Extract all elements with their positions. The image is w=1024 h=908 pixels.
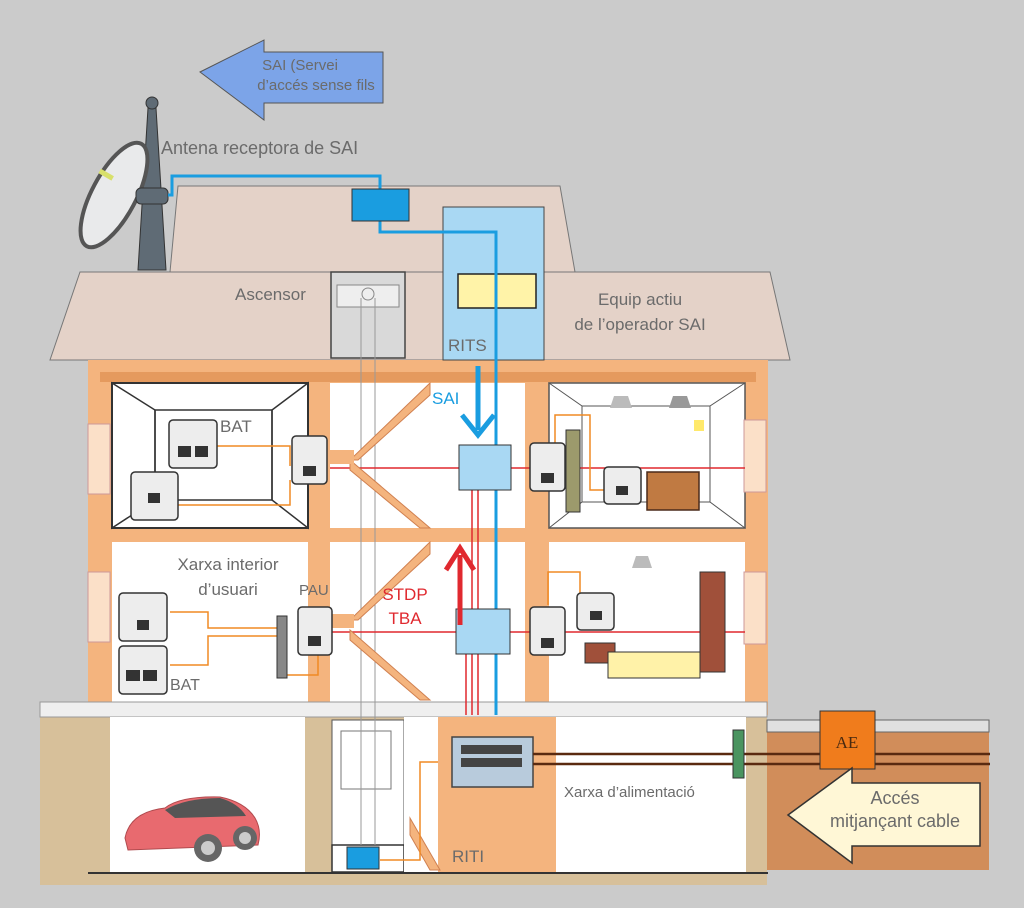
- lamp-2: [669, 396, 691, 408]
- pau-right-top: [529, 442, 566, 492]
- user-network-line1: Xarxa interior: [177, 555, 278, 574]
- cable-access-arrow: [786, 766, 981, 865]
- outlet-right-top: [603, 466, 642, 505]
- bat-top-label: BAT: [220, 417, 252, 436]
- user-network-line2: d’usuari: [198, 580, 258, 599]
- sai-wireless-arrow: [199, 39, 384, 121]
- power-junction: [732, 729, 745, 779]
- switch: [694, 420, 704, 431]
- cable-access-line1: Accés: [870, 788, 919, 808]
- car: [124, 796, 260, 862]
- distribution-box-mid: [455, 608, 511, 655]
- operator-label-line1: Equip actiu: [598, 290, 682, 309]
- bat-outlet-double-top: [168, 419, 218, 469]
- lamp-1: [610, 396, 632, 408]
- pau-top: [291, 435, 328, 485]
- stdp-up-arrow: [443, 543, 477, 625]
- elevator-label: Ascensor: [235, 285, 306, 304]
- power-network-label: Xarxa d’alimentació: [564, 784, 695, 801]
- outlet-mid-left-single: [118, 592, 168, 642]
- ae-label: AE: [836, 733, 859, 752]
- pau-right-mid: [529, 606, 566, 656]
- antenna-label: Antena receptora de SAI: [161, 138, 358, 158]
- sai-cable: [168, 174, 498, 715]
- rits-label: RITS: [448, 336, 487, 355]
- ae-box: [819, 710, 876, 770]
- pau-label: PAU: [299, 582, 329, 599]
- stdp-label: STDP: [382, 585, 427, 604]
- wardrobe: [699, 571, 726, 673]
- beam: [100, 372, 756, 382]
- stairs: [348, 381, 441, 871]
- bed: [607, 651, 701, 679]
- sai-arrow-line1: SAI (Servei: [262, 57, 338, 74]
- door: [565, 429, 581, 513]
- distribution-box-top: [458, 444, 512, 491]
- antenna: [78, 96, 169, 271]
- bat-bottom-label: BAT: [170, 677, 200, 694]
- sai-arrow-line2: d’accés sense fils: [257, 77, 375, 94]
- power-cables: [533, 752, 990, 766]
- riti-label: RITI: [452, 847, 484, 866]
- cable-access-line2: mitjançant cable: [830, 811, 960, 831]
- pau-mid: [297, 606, 333, 656]
- sai-flow-label: SAI: [432, 389, 459, 408]
- sai-down-arrow: [460, 366, 496, 440]
- sai-splitter: [351, 188, 410, 222]
- dresser: [646, 471, 700, 511]
- elevator-pump: [346, 846, 380, 870]
- patch-panel: [276, 615, 288, 679]
- tba-label: TBA: [388, 609, 422, 628]
- ground-slab: [39, 701, 768, 718]
- lamp-3: [632, 556, 652, 568]
- operator-label-line2: de l’operador SAI: [574, 315, 705, 334]
- power-room: [556, 717, 746, 872]
